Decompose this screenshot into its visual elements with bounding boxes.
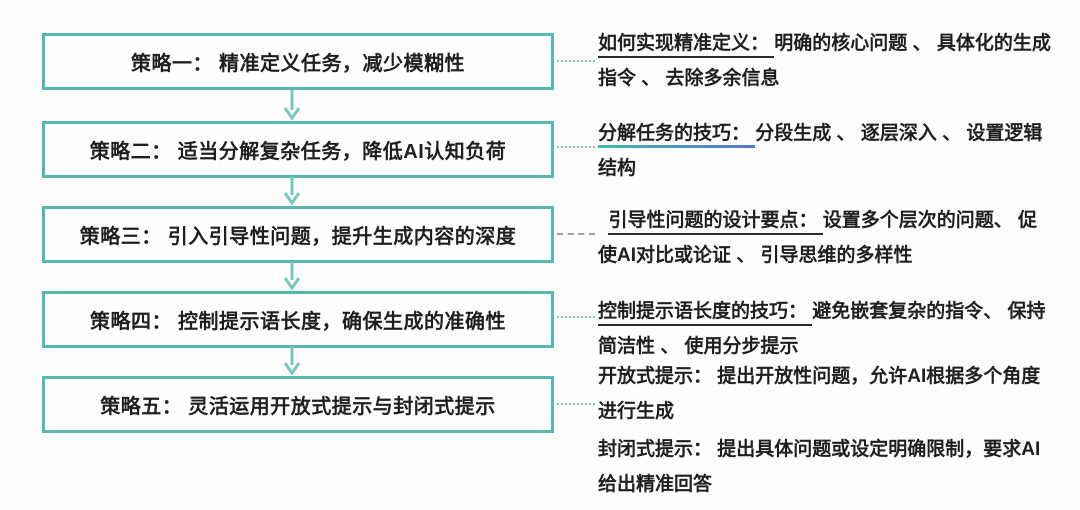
arrow-down-icon	[283, 177, 301, 205]
annotation-5-open-lead: 开放式提示：	[598, 366, 718, 387]
strategy-box-2-label: 策略二： 适当分解复杂任务，降低AI认知负荷	[89, 141, 507, 163]
annotation-2-lead: 分解任务的技巧：	[598, 123, 756, 148]
annotation-note-5: 开放式提示： 提出开放性问题，允许AI根据多个角度进行生成 封闭式提示： 提出具…	[598, 359, 1053, 502]
annotation-1-body: 明确的核心问题 、 具体化的生成指令 、 去除多余信息	[598, 33, 1051, 89]
annotation-2-body: 分段生成 、 逐层深入 、 设置逻辑结构	[598, 123, 1043, 179]
strategy-box-5-label: 策略五： 灵活运用开放式提示与封闭式提示	[100, 396, 496, 418]
annotation-5-closed-body: 提出具体问题或设定明确限制，要求AI给出精准回答	[598, 439, 1041, 495]
strategy-box-2: 策略二： 适当分解复杂任务，降低AI认知负荷	[42, 121, 554, 178]
arrow-down-icon	[283, 262, 301, 290]
annotation-1-text: 如何实现精准定义： 明确的核心问题 、 具体化的生成指令 、 去除多余信息	[598, 26, 1053, 96]
strategy-box-1-label: 策略一： 精准定义任务，减少模糊性	[130, 53, 466, 75]
dotted-connector-line-2	[557, 146, 595, 148]
annotation-2-text: 分解任务的技巧： 分段生成 、 逐层深入 、 设置逻辑结构	[598, 116, 1053, 186]
strategy-box-4-label: 策略四： 控制提示语长度，确保生成的准确性	[89, 311, 507, 333]
arrow-down-icon	[283, 90, 301, 120]
arrow-down-icon	[283, 347, 301, 375]
annotation-4-body: 避免嵌套复杂的指令、 保持简洁性 、 使用分步提示	[598, 301, 1046, 357]
annotation-3-lead: 引导性问题的设计要点：	[608, 210, 823, 235]
annotation-3-body: 设置多个层次的问题、 促使AI对比或论证 、 引导思维的多样性	[598, 210, 1037, 266]
dashed-connector-line-3	[557, 233, 595, 235]
annotation-note-3: 引导性问题的设计要点： 设置多个层次的问题、 促使AI对比或论证 、 引导思维的…	[598, 203, 1053, 273]
annotation-4-lead: 控制提示语长度的技巧：	[598, 301, 813, 326]
annotation-5-closed-text: 封闭式提示： 提出具体问题或设定明确限制，要求AI给出精准回答	[598, 432, 1053, 502]
strategy-box-3-label: 策略三： 引入引导性问题，提升生成内容的深度	[79, 226, 517, 248]
annotation-4-text: 控制提示语长度的技巧： 避免嵌套复杂的指令、 保持简洁性 、 使用分步提示	[598, 294, 1053, 364]
annotation-5-open-text: 开放式提示： 提出开放性问题，允许AI根据多个角度进行生成	[598, 359, 1053, 429]
strategy-box-1: 策略一： 精准定义任务，减少模糊性	[42, 33, 554, 90]
strategy-box-5: 策略五： 灵活运用开放式提示与封闭式提示	[42, 376, 554, 433]
annotation-3-text: 引导性问题的设计要点： 设置多个层次的问题、 促使AI对比或论证 、 引导思维的…	[598, 203, 1053, 273]
dotted-connector-line-1	[557, 60, 595, 62]
annotation-note-2: 分解任务的技巧： 分段生成 、 逐层深入 、 设置逻辑结构	[598, 116, 1053, 186]
dotted-connector-line-5	[557, 403, 595, 405]
strategy-box-4: 策略四： 控制提示语长度，确保生成的准确性	[42, 291, 554, 348]
dotted-connector-line-4	[557, 316, 595, 318]
annotation-5-open-body: 提出开放性问题，允许AI根据多个角度进行生成	[598, 366, 1041, 422]
annotation-1-lead: 如何实现精准定义：	[598, 33, 775, 58]
strategy-box-3: 策略三： 引入引导性问题，提升生成内容的深度	[42, 206, 554, 263]
annotation-note-1: 如何实现精准定义： 明确的核心问题 、 具体化的生成指令 、 去除多余信息	[598, 26, 1053, 96]
annotation-note-4: 控制提示语长度的技巧： 避免嵌套复杂的指令、 保持简洁性 、 使用分步提示	[598, 294, 1053, 364]
annotation-5-closed-lead: 封闭式提示：	[598, 439, 718, 460]
